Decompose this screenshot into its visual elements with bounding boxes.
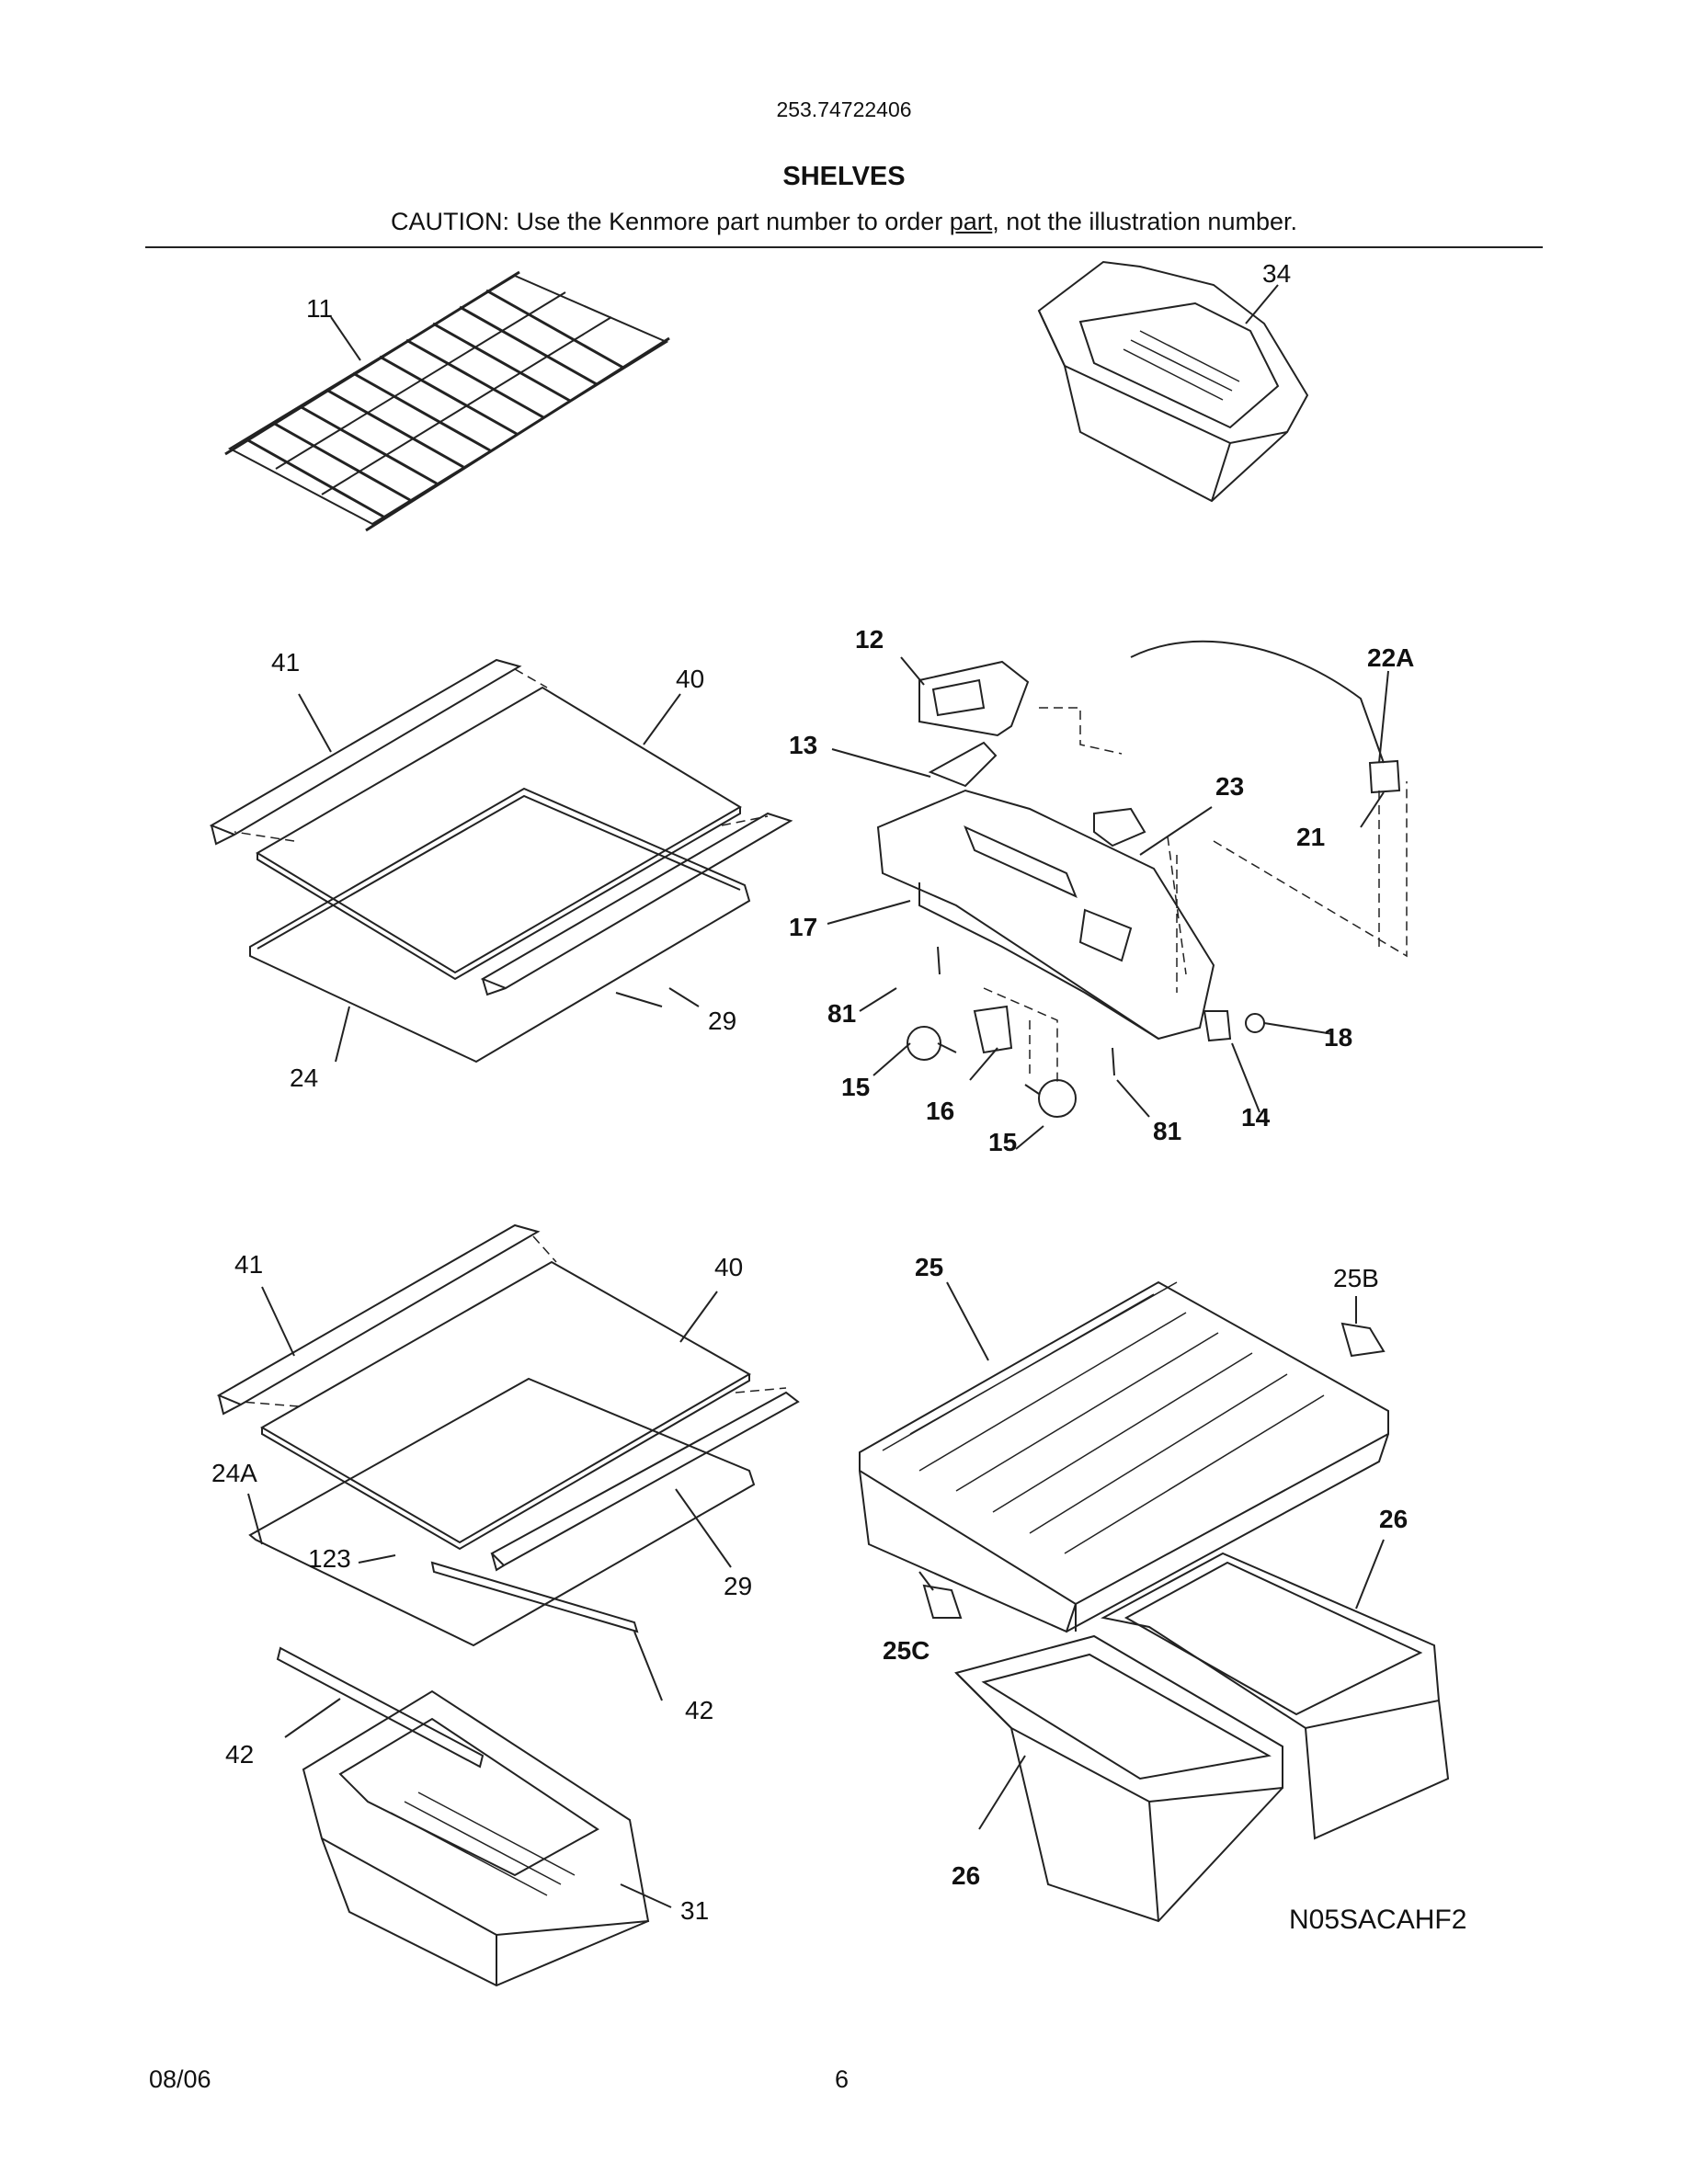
callout-21: 21 [1296, 823, 1325, 851]
callout-labels: 11 34 41 40 29 24 12 22A 13 23 21 17 81 … [211, 259, 1466, 1935]
callout-34: 34 [1262, 259, 1291, 288]
callout-41b: 41 [234, 1250, 263, 1279]
section-title: SHELVES [782, 162, 906, 191]
callout-25: 25 [915, 1253, 943, 1281]
crisper-drawers-26 [954, 1552, 1450, 1923]
callout-11: 11 [306, 294, 333, 323]
glass-shelf-assembly-top [209, 658, 793, 1064]
leader-lines [247, 284, 1389, 1908]
footer-date: 08/06 [149, 2065, 211, 2093]
callout-17: 17 [789, 913, 817, 941]
callout-42b: 42 [225, 1740, 254, 1769]
callout-41a: 41 [271, 648, 300, 677]
callout-81b: 81 [1153, 1117, 1181, 1145]
glass-shelf-assembly-bottom [216, 1223, 800, 1987]
caution-suffix: , not the illustration number. [992, 208, 1297, 235]
callout-31: 31 [680, 1896, 709, 1925]
wire-shelf-11 [224, 270, 670, 532]
callout-22A: 22A [1367, 643, 1414, 672]
callout-26b: 26 [952, 1861, 980, 1890]
crisper-cover-25 [859, 1280, 1389, 1633]
callout-29a: 29 [708, 1007, 736, 1035]
callout-15a: 15 [841, 1073, 870, 1101]
bin-34 [1037, 260, 1309, 503]
page-number: 6 [835, 2065, 850, 2093]
callout-25C: 25C [883, 1636, 930, 1665]
callout-18: 18 [1324, 1023, 1352, 1052]
callout-81a: 81 [827, 999, 856, 1028]
callout-14: 14 [1241, 1103, 1271, 1132]
callout-23: 23 [1215, 772, 1244, 801]
model-number: 253.74722406 [776, 97, 912, 121]
callout-15b: 15 [988, 1128, 1017, 1156]
callout-25B: 25B [1333, 1264, 1379, 1292]
callout-29b: 29 [724, 1572, 752, 1600]
callout-24A: 24A [211, 1459, 257, 1487]
callout-26a: 26 [1379, 1505, 1408, 1533]
light-assembly [876, 640, 1408, 1118]
caution-prefix: CAUTION: Use the Kenmore part number to … [391, 208, 950, 235]
callout-40b: 40 [714, 1253, 743, 1281]
diagram-code: N05SACAHF2 [1289, 1905, 1466, 1935]
callout-12: 12 [855, 625, 884, 654]
callout-123: 123 [308, 1544, 351, 1573]
callout-16: 16 [926, 1097, 954, 1125]
callout-13: 13 [789, 731, 817, 759]
header-rule [145, 246, 1543, 248]
callout-40a: 40 [676, 665, 704, 693]
callout-42a: 42 [685, 1696, 713, 1724]
callout-24: 24 [290, 1064, 318, 1092]
caution-underlined: part [949, 208, 993, 235]
caution-note: CAUTION: Use the Kenmore part number to … [0, 208, 1688, 236]
